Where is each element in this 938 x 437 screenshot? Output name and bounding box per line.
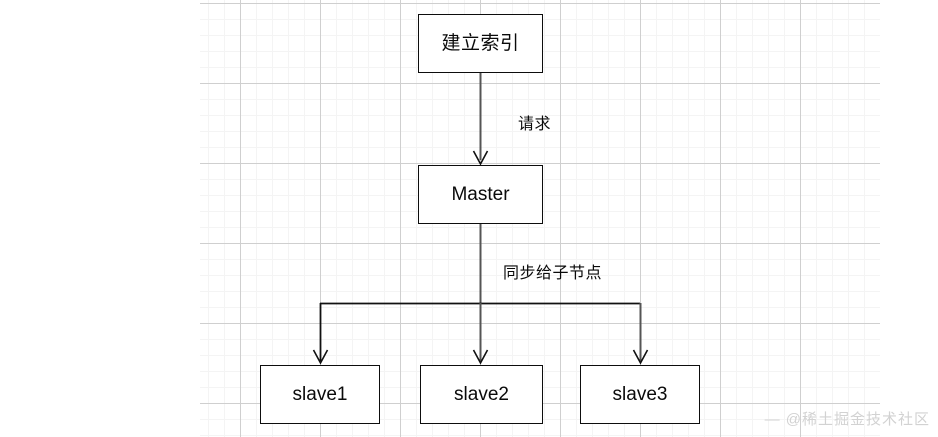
edge-bus-to-slave1	[312, 303, 329, 365]
edge-index-to-master	[472, 73, 489, 166]
node-label-master: Master	[451, 184, 510, 205]
edge-bus-to-slave3	[632, 303, 649, 365]
edge-label-request: 请求	[518, 116, 552, 133]
node-label-slave2: slave2	[454, 384, 509, 405]
node-master[interactable]: Master	[418, 165, 543, 224]
node-slave1[interactable]: slave1	[260, 365, 380, 424]
watermark-text: — @稀土掘金技术社区	[764, 411, 930, 428]
node-build-index[interactable]: 建立索引	[418, 14, 543, 73]
node-label-build-index: 建立索引	[441, 33, 520, 54]
node-slave2[interactable]: slave2	[420, 365, 543, 424]
node-label-slave3: slave3	[612, 384, 668, 405]
node-slave3[interactable]: slave3	[580, 365, 700, 424]
edge-label-sync: 同步给子节点	[503, 265, 603, 282]
edge-bus-to-slave2	[472, 303, 489, 365]
node-label-slave1: slave1	[292, 384, 348, 405]
